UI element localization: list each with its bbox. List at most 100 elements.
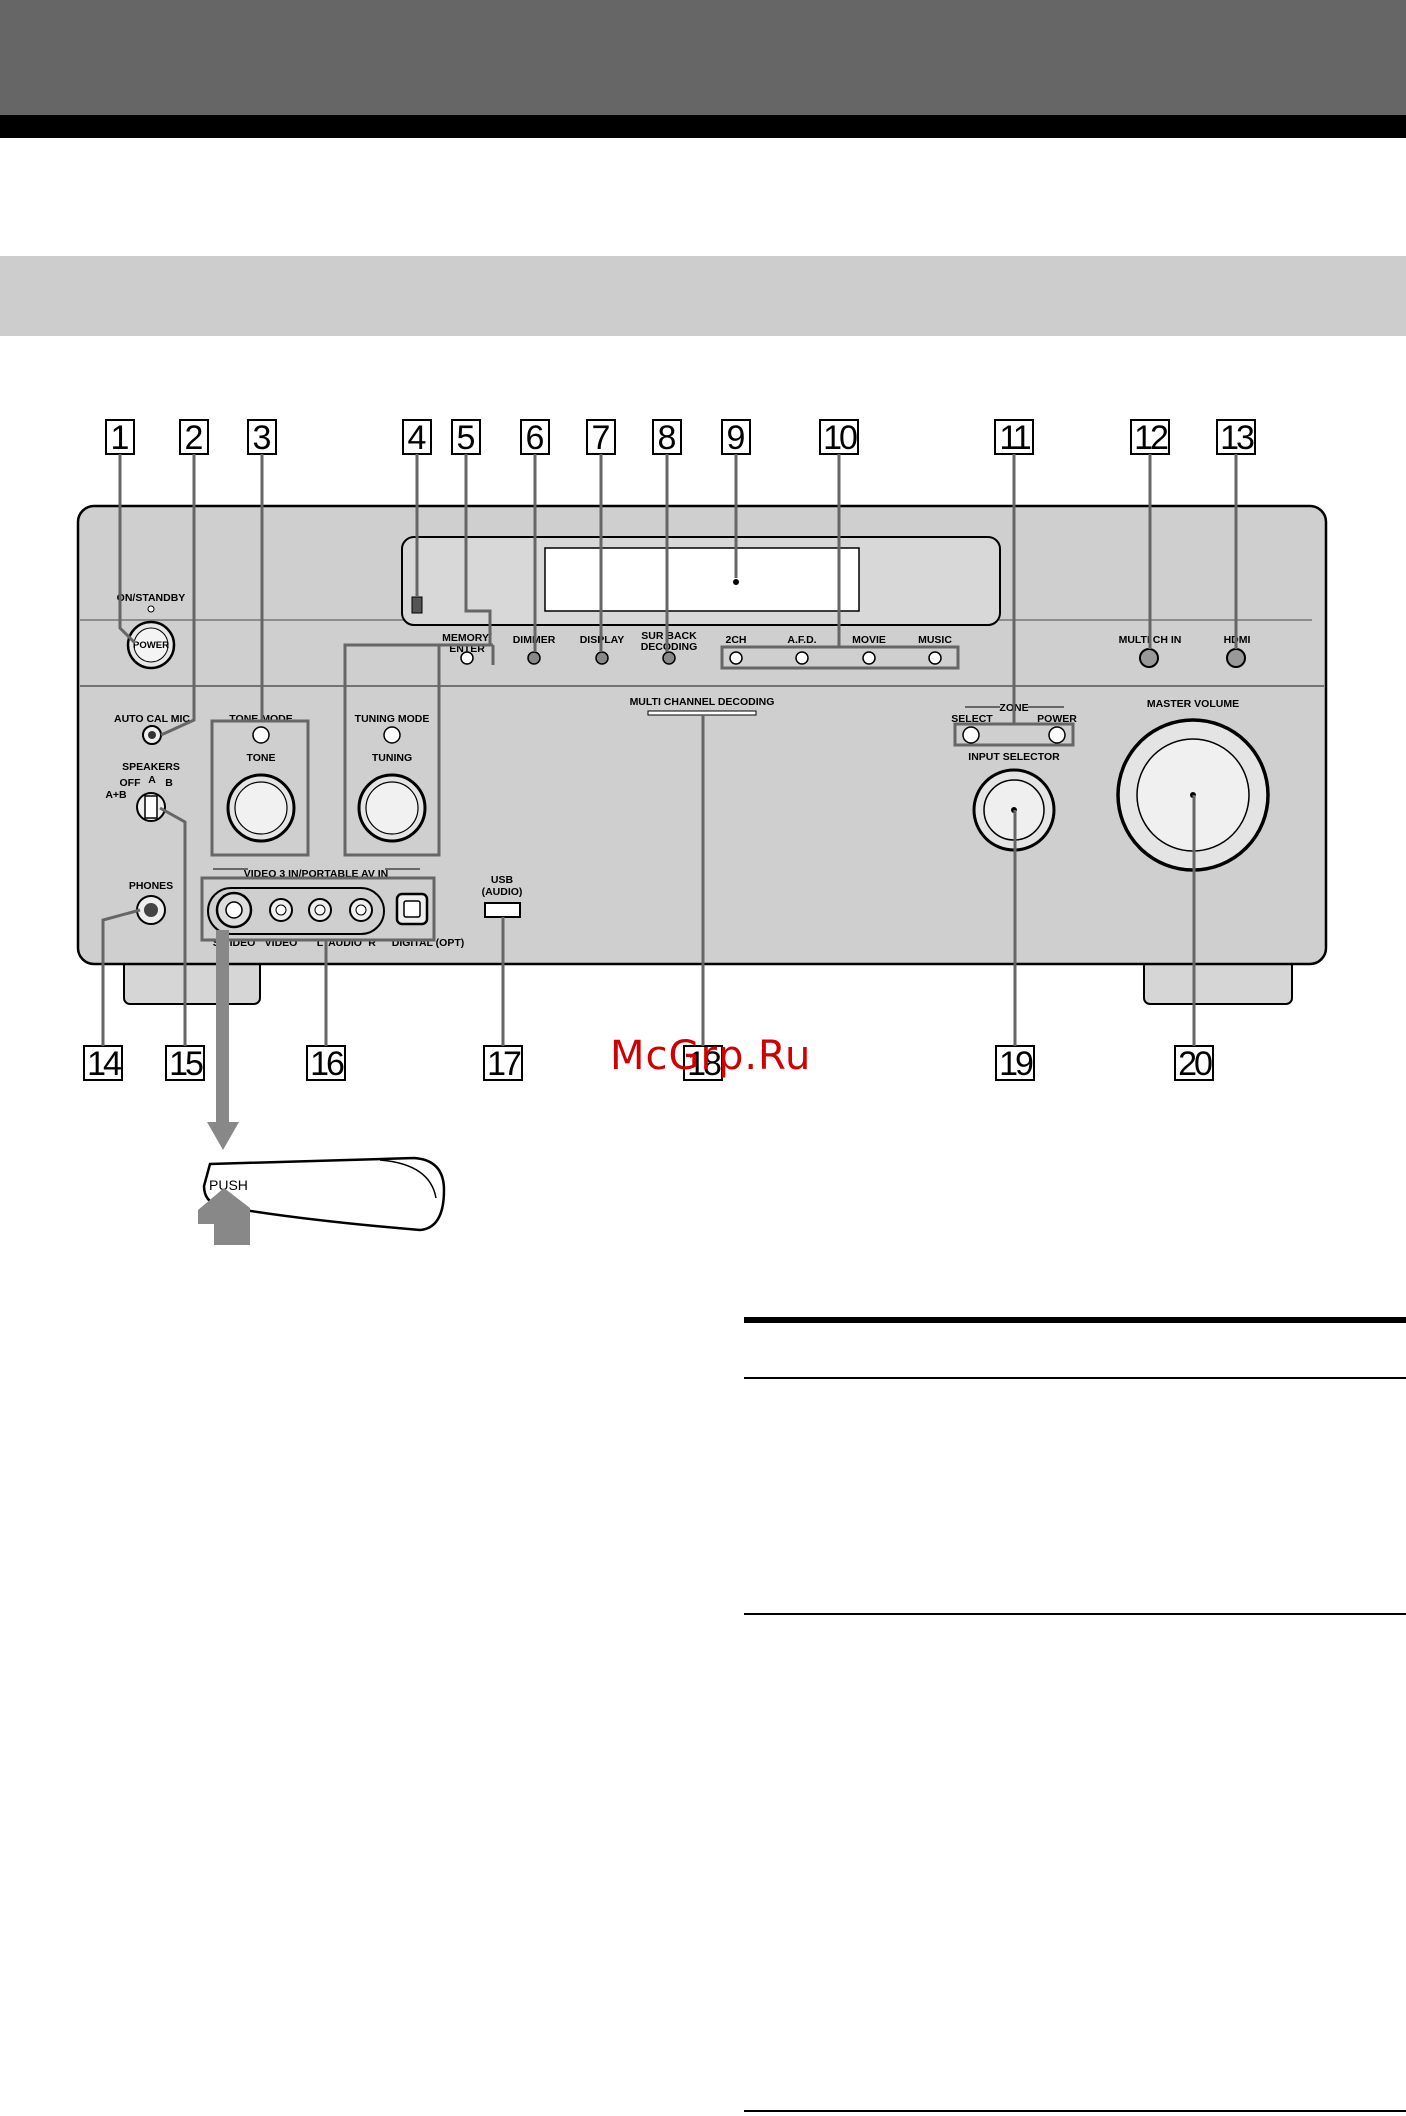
audio-l-jack[interactable] [308, 898, 332, 922]
mode-movie-label: MOVIE [852, 634, 886, 646]
svg-text:4: 4 [408, 419, 427, 457]
callout-13: 13 [1216, 419, 1257, 457]
tone-knob[interactable] [226, 773, 296, 843]
push-arrow-shaft [216, 930, 229, 1125]
phones-jack[interactable] [136, 895, 166, 925]
callout-20: 20 [1174, 1045, 1215, 1083]
svg-text:5: 5 [457, 419, 476, 457]
mode-music-button[interactable] [928, 651, 942, 665]
svg-text:18: 18 [687, 1045, 721, 1083]
callout-14: 14 [83, 1045, 124, 1083]
mode-music-label: MUSIC [918, 634, 952, 646]
mode-2ch-label: 2CH [725, 634, 746, 646]
memory-enter-button[interactable] [460, 651, 474, 665]
multi-channel-decoding-indicator [647, 710, 757, 716]
svg-text:1: 1 [111, 419, 130, 457]
svg-text:13: 13 [1220, 419, 1254, 457]
mode-2ch-button[interactable] [729, 651, 743, 665]
video-jack[interactable] [269, 898, 293, 922]
digital-opt-jack[interactable] [395, 892, 429, 926]
callout-3: 3 [247, 419, 277, 457]
callout-7: 7 [586, 419, 616, 457]
display-window [544, 547, 860, 612]
callout-12: 12 [1130, 419, 1171, 457]
mode-afd-button[interactable] [795, 651, 809, 665]
svg-text:10: 10 [823, 419, 857, 457]
on-standby-label: ON/STANDBY [117, 592, 186, 604]
hdmi-button[interactable] [1226, 648, 1246, 668]
auto-cal-mic-label: AUTO CAL MIC [114, 713, 190, 725]
usb-label-2: (AUDIO) [482, 886, 523, 898]
table-rule-3 [744, 2110, 1406, 2112]
master-volume-label: MASTER VOLUME [1147, 698, 1239, 710]
sur-back-label-2: DECODING [641, 641, 698, 653]
svg-text:8: 8 [658, 419, 677, 457]
usb-label-1: USB [491, 874, 514, 886]
callout-19: 19 [995, 1045, 1036, 1083]
leader-lines [101, 454, 1238, 1046]
zone-power-button[interactable] [1048, 726, 1066, 744]
svg-text:6: 6 [526, 419, 545, 457]
svg-text:3: 3 [253, 419, 272, 457]
callout-4: 4 [402, 419, 432, 457]
callout-18: 18 [683, 1045, 724, 1083]
speakers-b-label: B [165, 777, 173, 789]
push-arrow-head [207, 1122, 239, 1150]
svg-text:19: 19 [999, 1045, 1033, 1083]
svg-text:2: 2 [185, 419, 204, 457]
svg-text:12: 12 [1134, 419, 1168, 457]
phones-label: PHONES [129, 880, 173, 892]
tuning-mode-label: TUNING MODE [355, 713, 430, 725]
audio-l-label: L [317, 937, 324, 949]
dimmer-button[interactable] [527, 651, 541, 665]
audio-r-label: R [368, 937, 376, 949]
foot-right [1143, 959, 1293, 1005]
tuning-knob[interactable] [357, 773, 427, 843]
mode-movie-button[interactable] [862, 651, 876, 665]
power-button[interactable]: POWER [126, 620, 176, 670]
push-hand-arrow [198, 1188, 250, 1245]
callout-6: 6 [520, 419, 550, 457]
speakers-ab-label: A+B [105, 789, 127, 801]
header-rule [0, 115, 1406, 138]
remote-sensor [411, 596, 423, 614]
callout-15: 15 [165, 1045, 206, 1083]
tone-label: TONE [247, 752, 276, 764]
callout-11: 11 [994, 419, 1034, 457]
svg-text:7: 7 [592, 419, 611, 457]
watermark: McGrp.Ru [610, 1033, 812, 1079]
callout-17: 17 [483, 1045, 524, 1083]
svg-text:11: 11 [999, 419, 1030, 457]
sur-back-decoding-button[interactable] [662, 651, 676, 665]
table-rule-2 [744, 1613, 1406, 1615]
svg-text:14: 14 [87, 1045, 121, 1083]
table-rule-1 [744, 1377, 1406, 1379]
svg-text:16: 16 [310, 1045, 344, 1083]
audio-r-jack[interactable] [349, 898, 373, 922]
s-video-jack[interactable] [215, 891, 253, 929]
zone-power-label: POWER [1037, 713, 1077, 725]
callout-5: 5 [451, 419, 481, 457]
svg-text:PUSH: PUSH [209, 1177, 248, 1193]
section-band [0, 256, 1406, 336]
callout-1: 1 [105, 419, 135, 457]
table-rule-top [744, 1317, 1406, 1323]
display-button[interactable] [595, 651, 609, 665]
tuning-label: TUNING [372, 752, 412, 764]
svg-text:15: 15 [169, 1045, 203, 1083]
svg-text:20: 20 [1178, 1045, 1212, 1083]
speakers-a-label: A [148, 774, 156, 786]
callout-10: 10 [819, 419, 860, 457]
speakers-label: SPEAKERS [122, 761, 180, 773]
callout-16: 16 [306, 1045, 347, 1083]
callout-2: 2 [179, 419, 209, 457]
input-selector-label: INPUT SELECTOR [968, 751, 1060, 763]
zone-select-label: SELECT [951, 713, 993, 725]
zone-select-button[interactable] [962, 726, 980, 744]
speakers-selector[interactable] [136, 792, 166, 822]
multi-ch-in-button[interactable] [1139, 648, 1159, 668]
usb-port[interactable] [484, 902, 521, 918]
tuning-mode-button[interactable] [383, 726, 401, 744]
tone-mode-button[interactable] [252, 726, 270, 744]
